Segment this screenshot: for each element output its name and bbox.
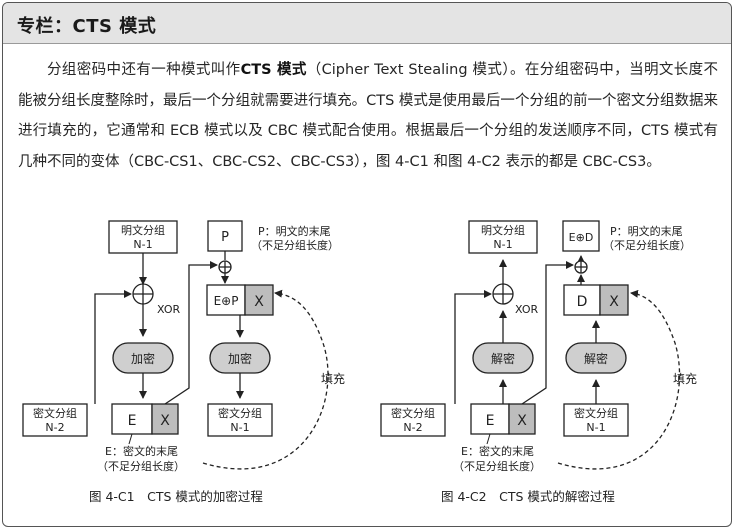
body-paragraph-block: 分组密码中还有一种模式叫作CTS 模式（Cipher Text Stealing… <box>18 55 718 177</box>
d-x-label: X <box>609 294 619 310</box>
p-note-line2: （不足分组长度） <box>251 238 339 252</box>
x-label: X <box>160 413 170 429</box>
ciphertext-n1-label: 密文分组 <box>218 406 262 420</box>
fill-curve <box>202 289 329 470</box>
decrypt-pill-right <box>565 342 627 374</box>
plaintext-block-index: N-1 <box>133 238 152 251</box>
fill-label-dec: 填充 <box>673 371 697 386</box>
encrypt-label-right: 加密 <box>228 351 252 366</box>
d-x-box <box>599 284 629 316</box>
body-text-segment-2: （Cipher Text Stealing 模式）。在分组密码中，当明文长度不能… <box>18 62 719 170</box>
ciphertext-block-n1 <box>207 403 273 437</box>
cipher-e-box <box>111 403 153 435</box>
ciphertext-n1-index-dec: N-1 <box>586 421 605 434</box>
e-note-line2: （不足分组长度） <box>97 459 185 473</box>
fill-label: 填充 <box>321 371 345 386</box>
panel-header: 专栏：CTS 模式 <box>3 3 731 44</box>
plaintext-out-label: 明文分组 <box>481 223 525 237</box>
p-note-line1: P：明文的末尾 <box>258 224 331 238</box>
decrypt-label-right: 解密 <box>584 351 608 366</box>
ciphertext-n2-label-dec: 密文分组 <box>391 406 435 420</box>
caption-figure-1: 图 4-C1 CTS 模式的加密过程 <box>89 489 263 504</box>
ed-box <box>562 220 600 252</box>
fill-curve-dec <box>557 289 681 470</box>
ed-label: E⊕D <box>569 231 594 244</box>
ciphertext-block-n1-dec <box>563 403 629 437</box>
ciphertext-n2-index: N-2 <box>45 421 64 434</box>
body-paragraph: 分组密码中还有一种模式叫作CTS 模式（Cipher Text Stealing… <box>18 55 718 177</box>
d-label: D <box>577 294 588 310</box>
figure-encryption: 明文分组 N-1 XOR 加密 E X 密文分组 N-2 <box>22 220 345 504</box>
e-label: E <box>128 413 137 429</box>
e-note-line1-dec: E：密文的末尾 <box>461 444 534 458</box>
cipher-x-box <box>151 403 179 435</box>
caption-figure-2: 图 4-C2 CTS 模式的解密过程 <box>441 489 615 504</box>
xor-label: XOR <box>157 303 180 316</box>
body-text-segment-1: 分组密码中还有一种模式叫作 <box>47 62 241 78</box>
ciphertext-n1-label-dec: 密文分组 <box>574 406 618 420</box>
body-text-bold: CTS 模式 <box>240 62 307 78</box>
p-note-line2-dec: （不足分组长度） <box>603 238 691 252</box>
encrypt-label-left: 加密 <box>131 351 155 366</box>
p-label: P <box>221 230 229 245</box>
ciphertext-n1-index: N-1 <box>230 421 249 434</box>
figure-decryption: 明文分组 N-1 XOR 解密 E X 密文分组 N-2 E：密文的末 <box>380 220 697 504</box>
p-box <box>207 220 243 252</box>
plaintext-block-label: 明文分组 <box>121 223 165 237</box>
x-label-dec: X <box>517 413 527 429</box>
ciphertext-block-n2-dec <box>380 403 446 437</box>
panel-title: 专栏：CTS 模式 <box>17 16 157 37</box>
e-note-line2-dec: （不足分组长度） <box>453 459 541 473</box>
ciphertext-block-n2 <box>22 403 88 437</box>
decrypt-label-left: 解密 <box>491 351 515 366</box>
plaintext-out-index: N-1 <box>493 238 512 251</box>
ep-x-label: X <box>254 294 264 310</box>
xor-label-dec: XOR <box>515 303 538 316</box>
ep-x-box <box>244 284 274 316</box>
p-note-line1-dec: P：明文的末尾 <box>610 224 683 238</box>
ep-label: E⊕P <box>214 294 239 308</box>
ciphertext-n2-label: 密文分组 <box>33 406 77 420</box>
plaintext-block-n1 <box>108 220 178 254</box>
ciphertext-n2-index-dec: N-2 <box>403 421 422 434</box>
decrypt-pill-left <box>472 342 534 374</box>
e-note-line1: E：密文的末尾 <box>105 444 178 458</box>
cts-diagrams: 明文分组 N-1 XOR 加密 E X 密文分组 N-2 <box>22 220 697 504</box>
e-label-dec: E <box>486 413 495 429</box>
plaintext-block-n1-out <box>468 220 538 254</box>
